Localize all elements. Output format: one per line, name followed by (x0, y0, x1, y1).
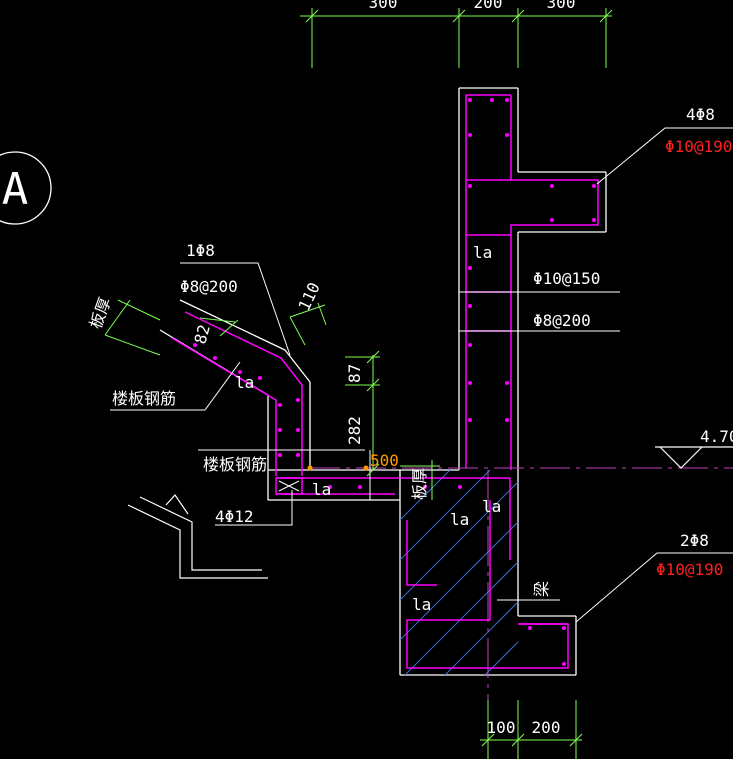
slope-offset-dim: 82 (191, 323, 214, 347)
rebar-dots (193, 98, 596, 666)
corner-bars-cross (278, 480, 300, 492)
secondary-dims (104, 299, 440, 500)
la-corner-label: la (482, 497, 501, 516)
la-base-lower-label: la (412, 595, 431, 614)
bottom-dim-left: 100 (487, 718, 516, 737)
top-dim-right: 300 (547, 0, 576, 12)
top-dim-middle: 200 (474, 0, 503, 12)
top-dim-left: 300 (369, 0, 398, 12)
la-wall-label: la (473, 243, 492, 262)
top-dim-tick-1 (305, 9, 319, 23)
slope-corner (284, 349, 311, 383)
slope-label-leader (180, 262, 291, 356)
la-base-label: la (450, 510, 469, 529)
base-hook-left (406, 520, 437, 586)
step-height-dim: 87 (345, 364, 364, 383)
wall-horizontal-label: Φ10@150 (533, 269, 600, 288)
slope-dist-bar-label: Φ8@200 (180, 277, 238, 296)
upper-stirrup-label: Φ10@190 (665, 137, 732, 156)
slab-rebar-upper-leader (110, 361, 241, 411)
bottom-dimension-chain (480, 700, 583, 759)
axis-bubble: A (0, 151, 52, 225)
slab-rebar-lower-label: 楼板钢筋 (203, 455, 267, 474)
anchor-points (307, 465, 369, 471)
top-dim-tick-4 (599, 9, 613, 23)
anchor-length-dim: 500 (370, 451, 399, 470)
axis-bubble-label: A (2, 164, 29, 215)
slab-thickness-mid-label: 板厚 (410, 468, 429, 500)
beam-label: 梁 (532, 581, 551, 597)
slab-rebar-upper-label: 楼板钢筋 (112, 389, 176, 408)
la-slope-label: la (235, 373, 254, 392)
elevation-value: 4.70 (700, 427, 733, 446)
concrete-outline (159, 87, 607, 676)
upper-corbel-bar (510, 179, 599, 470)
leader-lines (110, 127, 733, 623)
top-dim-tick-2 (452, 9, 466, 23)
slope-bar-bottom (171, 337, 277, 476)
corner-bars-leader (215, 490, 293, 526)
lower-stirrup-label: Φ10@190 (656, 560, 723, 579)
slope-bar-top (184, 311, 303, 476)
elevation-marker (655, 446, 733, 469)
top-dim-tick-3 (511, 9, 525, 23)
la-slab-label: la (312, 480, 331, 499)
wall-vertical-label: Φ8@200 (533, 311, 591, 330)
upper-bar-count-label: 4Φ8 (686, 105, 715, 124)
upper-label-leader (596, 127, 733, 185)
drop-height-dim: 282 (345, 416, 364, 445)
corner-bars-label: 4Φ12 (215, 507, 254, 526)
bottom-dim-right: 200 (532, 718, 561, 737)
hatched-base (399, 469, 519, 676)
slope-top-bar-label: 1Φ8 (186, 241, 215, 260)
detail-sketch (127, 494, 268, 579)
lower-label-leader (575, 552, 733, 623)
top-dimension-chain (300, 8, 613, 68)
axis-bubble-circle (0, 151, 52, 225)
lower-bar-count-label: 2Φ8 (680, 531, 709, 550)
